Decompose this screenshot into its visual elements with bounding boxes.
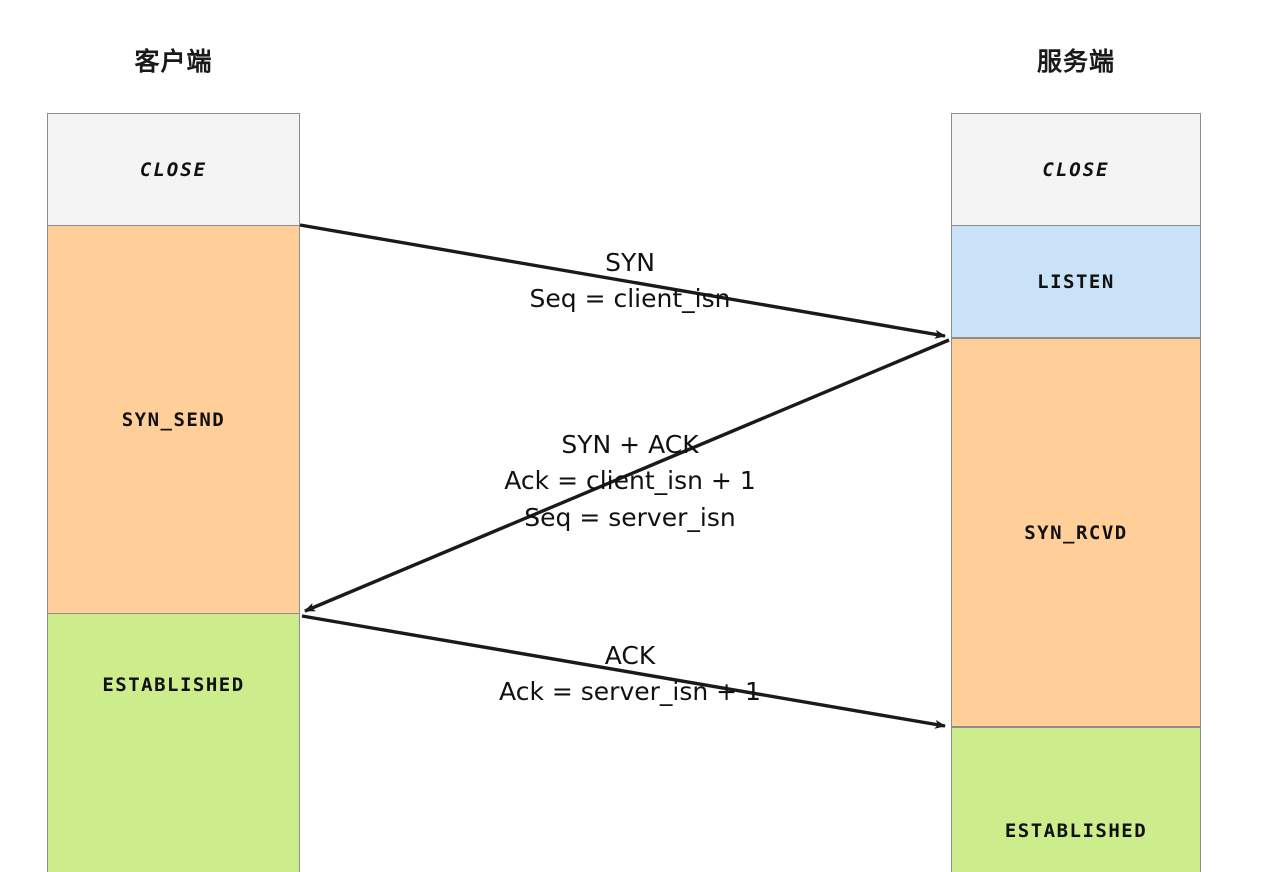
server-state-syn-rcvd: SYN_RCVD bbox=[951, 338, 1201, 727]
server-state-established: ESTABLISHED bbox=[951, 727, 1201, 872]
server-state-established-label: ESTABLISHED bbox=[1004, 820, 1148, 842]
server-state-close: CLOSE bbox=[951, 113, 1201, 226]
client-state-established: ESTABLISHED bbox=[47, 613, 300, 872]
client-state-syn-send: SYN_SEND bbox=[47, 225, 300, 614]
message-syn-line-2: Seq = client_isn bbox=[529, 284, 731, 314]
server-state-syn-rcvd-label: SYN_RCVD bbox=[1024, 521, 1128, 544]
message-syn-line-1: SYN bbox=[605, 248, 655, 277]
client-state-close-label: CLOSE bbox=[139, 158, 208, 181]
client-state-established-label: ESTABLISHED bbox=[102, 674, 245, 696]
message-syn-ack-line-1: SYN + ACK bbox=[561, 430, 699, 459]
server-state-listen: LISTEN bbox=[951, 225, 1201, 338]
message-syn-ack: SYN + ACK Ack = client_isn + 1 Seq = ser… bbox=[420, 427, 840, 536]
server-state-close-label: CLOSE bbox=[1042, 158, 1110, 181]
column-header-client: 客户端 bbox=[134, 47, 213, 76]
column-header-server: 服务端 bbox=[1036, 47, 1115, 76]
message-syn-ack-line-3: Seq = server_isn bbox=[524, 502, 736, 532]
server-state-listen-label: LISTEN bbox=[1037, 270, 1115, 293]
message-ack: ACK Ack = server_isn + 1 bbox=[420, 638, 840, 711]
message-ack-line-1: ACK bbox=[604, 641, 656, 670]
message-syn: SYN Seq = client_isn bbox=[430, 245, 830, 318]
message-syn-ack-line-2: Ack = client_isn + 1 bbox=[504, 466, 756, 496]
client-state-syn-send-label: SYN_SEND bbox=[121, 408, 226, 431]
client-state-close: CLOSE bbox=[47, 113, 300, 226]
message-ack-line-2: Ack = server_isn + 1 bbox=[499, 677, 761, 707]
